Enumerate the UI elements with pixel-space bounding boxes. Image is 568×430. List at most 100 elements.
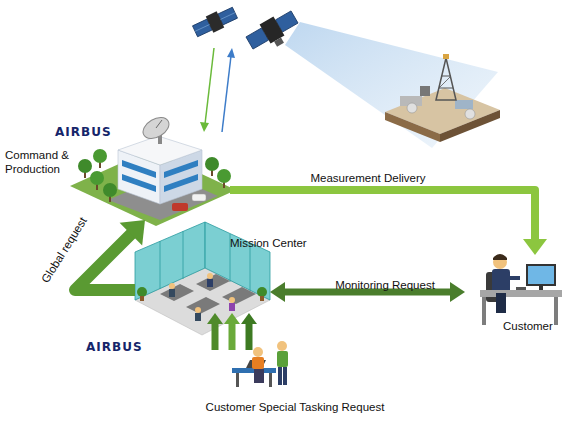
mission-center-illustration-part [135, 222, 205, 300]
mission-center-illustration-part [195, 313, 201, 321]
ground-station-illustration-part [172, 203, 188, 211]
ground-station-illustration-part [192, 194, 206, 201]
oil-platform-part [385, 112, 440, 142]
mission-center-illustration-part [222, 287, 256, 304]
arrow-shaft [246, 321, 253, 350]
customer-illustration-part [526, 264, 556, 286]
ground-station-illustration-part [164, 160, 198, 178]
ground-station-illustration-part [156, 120, 162, 128]
node-label: Mission Center [230, 236, 325, 250]
mission-center-illustration-part [140, 296, 144, 301]
flow-label: Monitoring Request [335, 278, 435, 292]
company-logo: AIRBUS [86, 340, 143, 354]
customer-illustration-part [480, 290, 562, 297]
ground-station-illustration-part [205, 157, 219, 171]
satellite [244, 7, 303, 57]
ground-station-illustration-part [122, 160, 156, 178]
customer-illustration-part [493, 254, 507, 260]
mission-center-illustration-part [207, 273, 213, 279]
mission-center-illustration-part [160, 241, 161, 289]
arrow-shaft [75, 230, 135, 290]
oil-platform-part [465, 109, 475, 119]
customer-illustration-part [506, 276, 520, 280]
oil-platform-part [440, 110, 500, 142]
customer-illustration-part [516, 287, 526, 290]
satellite-link-part [222, 56, 231, 132]
mission-center-illustration-part [196, 274, 230, 291]
ground-station-node: Command & Production [5, 120, 230, 220]
satellite-part [195, 25, 210, 32]
ground-station-illustration-part [103, 183, 117, 197]
customer-illustration [480, 254, 562, 325]
oil-platform-part [436, 58, 456, 100]
customer-illustration-part [492, 269, 510, 293]
arrow-head [224, 313, 240, 324]
mission-center-illustration-part [160, 284, 194, 301]
oil-platform-part [443, 54, 449, 59]
arrow-head [270, 282, 285, 302]
requester-illustration-part [252, 357, 264, 369]
requester-illustration-part [254, 369, 264, 383]
arrow-head [523, 239, 547, 255]
satellite-part [220, 13, 235, 20]
satellite-link [200, 48, 235, 132]
flow-arrow [230, 190, 547, 255]
mission-center-illustration-part [229, 303, 235, 311]
mission-center-illustration-part [169, 289, 175, 297]
arrow-head [241, 313, 257, 324]
oil-platform [385, 54, 500, 142]
ground-station-illustration-part [90, 171, 104, 185]
oil-platform-part [439, 76, 451, 88]
satellite [191, 5, 238, 40]
oil-platform-part [439, 88, 453, 89]
company-logo: AIRBUS [55, 125, 112, 139]
node-label: Command & Production [5, 148, 69, 176]
oil-platform-part [455, 100, 473, 109]
flow-label: Measurement Delivery [310, 171, 425, 185]
arrow-head [120, 220, 145, 245]
ground-station-illustration-part [217, 169, 231, 183]
mission-center-node: Mission Center [135, 228, 270, 313]
oil-platform-part [407, 103, 417, 113]
satellite-link-part [205, 48, 214, 124]
flow-arrow [207, 313, 257, 350]
arrow-shaft [229, 321, 236, 350]
satellite-part [274, 38, 284, 47]
ground-station-illustration-part [122, 174, 156, 192]
ground-station-illustration-part [139, 113, 172, 143]
arrow-head [450, 282, 465, 302]
customer-illustration-part [493, 255, 507, 269]
ground-station-illustration-part [93, 149, 107, 163]
customer-illustration-part [496, 293, 506, 313]
requester-illustration-part [236, 373, 239, 387]
oil-platform-part [441, 76, 451, 77]
mission-center-illustration-part [257, 287, 267, 297]
arrow-shaft [212, 321, 219, 350]
requester-illustration-part [283, 367, 287, 385]
node-label: Customer [503, 319, 563, 333]
mission-center-illustration-part [169, 283, 175, 289]
mission-center-illustration-part [195, 307, 201, 313]
mission-center-illustration-part [137, 287, 147, 297]
customer-illustration-part [482, 297, 486, 325]
requester-illustration-part [253, 347, 263, 357]
mission-center-illustration-part [186, 297, 220, 314]
satellite-link-part [227, 48, 235, 58]
mission-center-illustration-part [183, 231, 184, 279]
customer-illustration-part [539, 286, 543, 290]
customer-illustration-part [528, 266, 554, 284]
tasking-request-node: Customer Special Tasking Request [150, 350, 440, 420]
ground-station-illustration-part [78, 159, 92, 173]
arrow-head [207, 313, 223, 324]
mission-center-illustration-part [260, 296, 264, 301]
arrow-shaft [230, 190, 535, 244]
node-label: Customer Special Tasking Request [150, 400, 440, 414]
mission-center-illustration-part [207, 279, 213, 287]
oil-platform-part [420, 86, 430, 96]
requester-illustration [232, 341, 288, 387]
requester-illustration-part [269, 373, 272, 387]
satellite-link-part [200, 122, 209, 132]
